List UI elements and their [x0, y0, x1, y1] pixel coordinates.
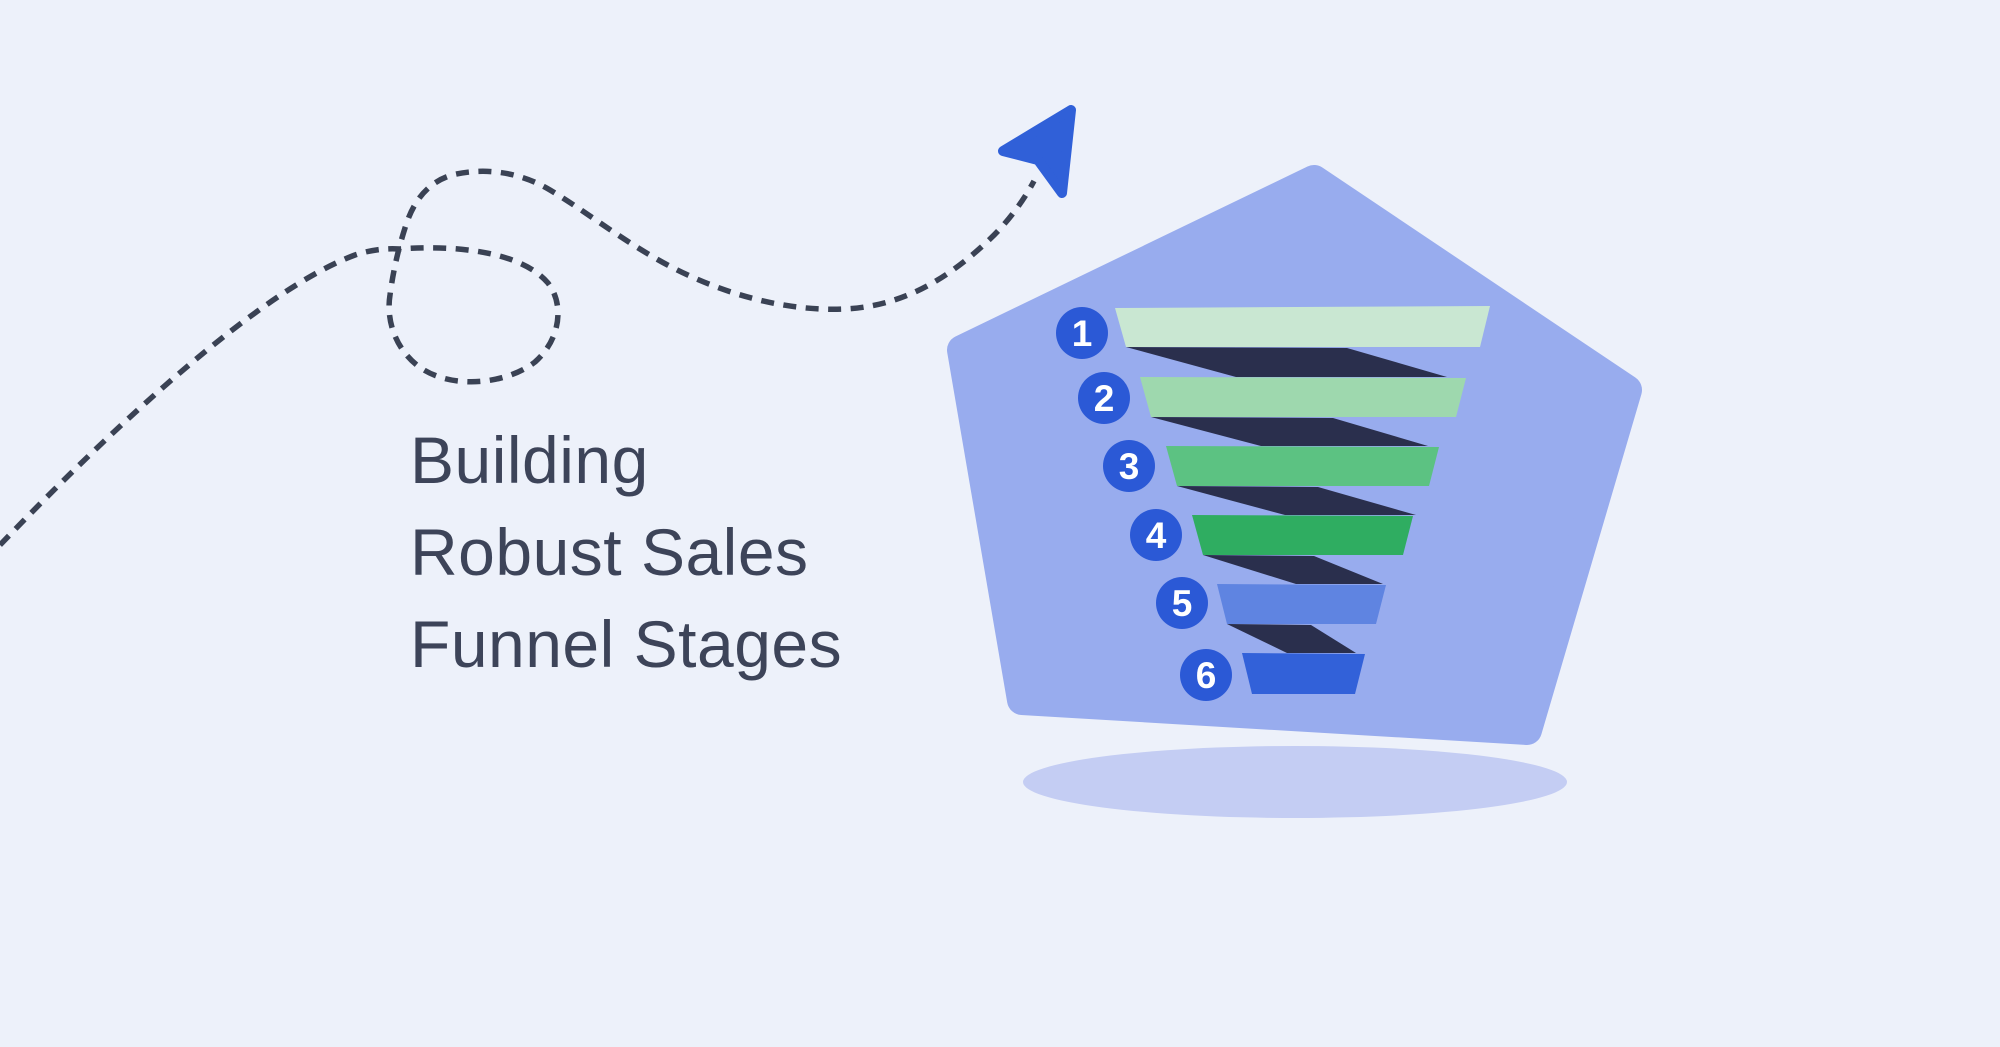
stage-badge-1: 1 — [1056, 307, 1108, 359]
dashed-flight-path-icon — [0, 168, 1037, 547]
funnel-fold-5 — [1227, 624, 1356, 653]
page-title-line-2: Robust Sales — [410, 515, 809, 589]
stage-badge-1-number: 1 — [1072, 313, 1093, 354]
stage-badge-5: 5 — [1156, 577, 1208, 629]
funnel-fold-4 — [1203, 555, 1383, 584]
cursor-arrow-icon — [998, 105, 1076, 198]
stage-badge-4-number: 4 — [1146, 515, 1167, 556]
page-title-line-3: Funnel Stages — [410, 607, 843, 681]
stage-badge-3: 3 — [1103, 440, 1155, 492]
funnel-stage-1 — [1115, 306, 1490, 347]
funnel-stage-3 — [1166, 446, 1439, 486]
stage-badge-2: 2 — [1078, 372, 1130, 424]
funnel-stage-5 — [1217, 584, 1386, 624]
funnel-fold-1 — [1126, 347, 1447, 377]
stage-badge-5-number: 5 — [1172, 583, 1193, 624]
funnel-stage-2 — [1140, 377, 1466, 417]
funnel-stage-4 — [1192, 515, 1413, 555]
funnel-fold-2 — [1151, 417, 1428, 446]
funnel-stage-6 — [1242, 653, 1365, 694]
stage-badge-5-circle — [1156, 577, 1208, 629]
stage-badge-4: 4 — [1130, 509, 1182, 561]
stage-badge-1-circle — [1056, 307, 1108, 359]
stage-badge-6-number: 6 — [1196, 655, 1217, 696]
stage-badge-4-circle — [1130, 509, 1182, 561]
stage-badge-6: 6 — [1180, 649, 1232, 701]
stage-badge-2-circle — [1078, 372, 1130, 424]
page-title: Building Robust Sales Funnel Stages — [410, 414, 842, 690]
stage-badge-3-number: 3 — [1119, 446, 1140, 487]
stage-badge-6-circle — [1180, 649, 1232, 701]
ground-shadow — [1023, 746, 1567, 818]
page-title-line-1: Building — [410, 423, 649, 497]
stage-badge-3-circle — [1103, 440, 1155, 492]
stage-badge-2-number: 2 — [1094, 378, 1115, 419]
funnel-fold-3 — [1177, 486, 1416, 515]
